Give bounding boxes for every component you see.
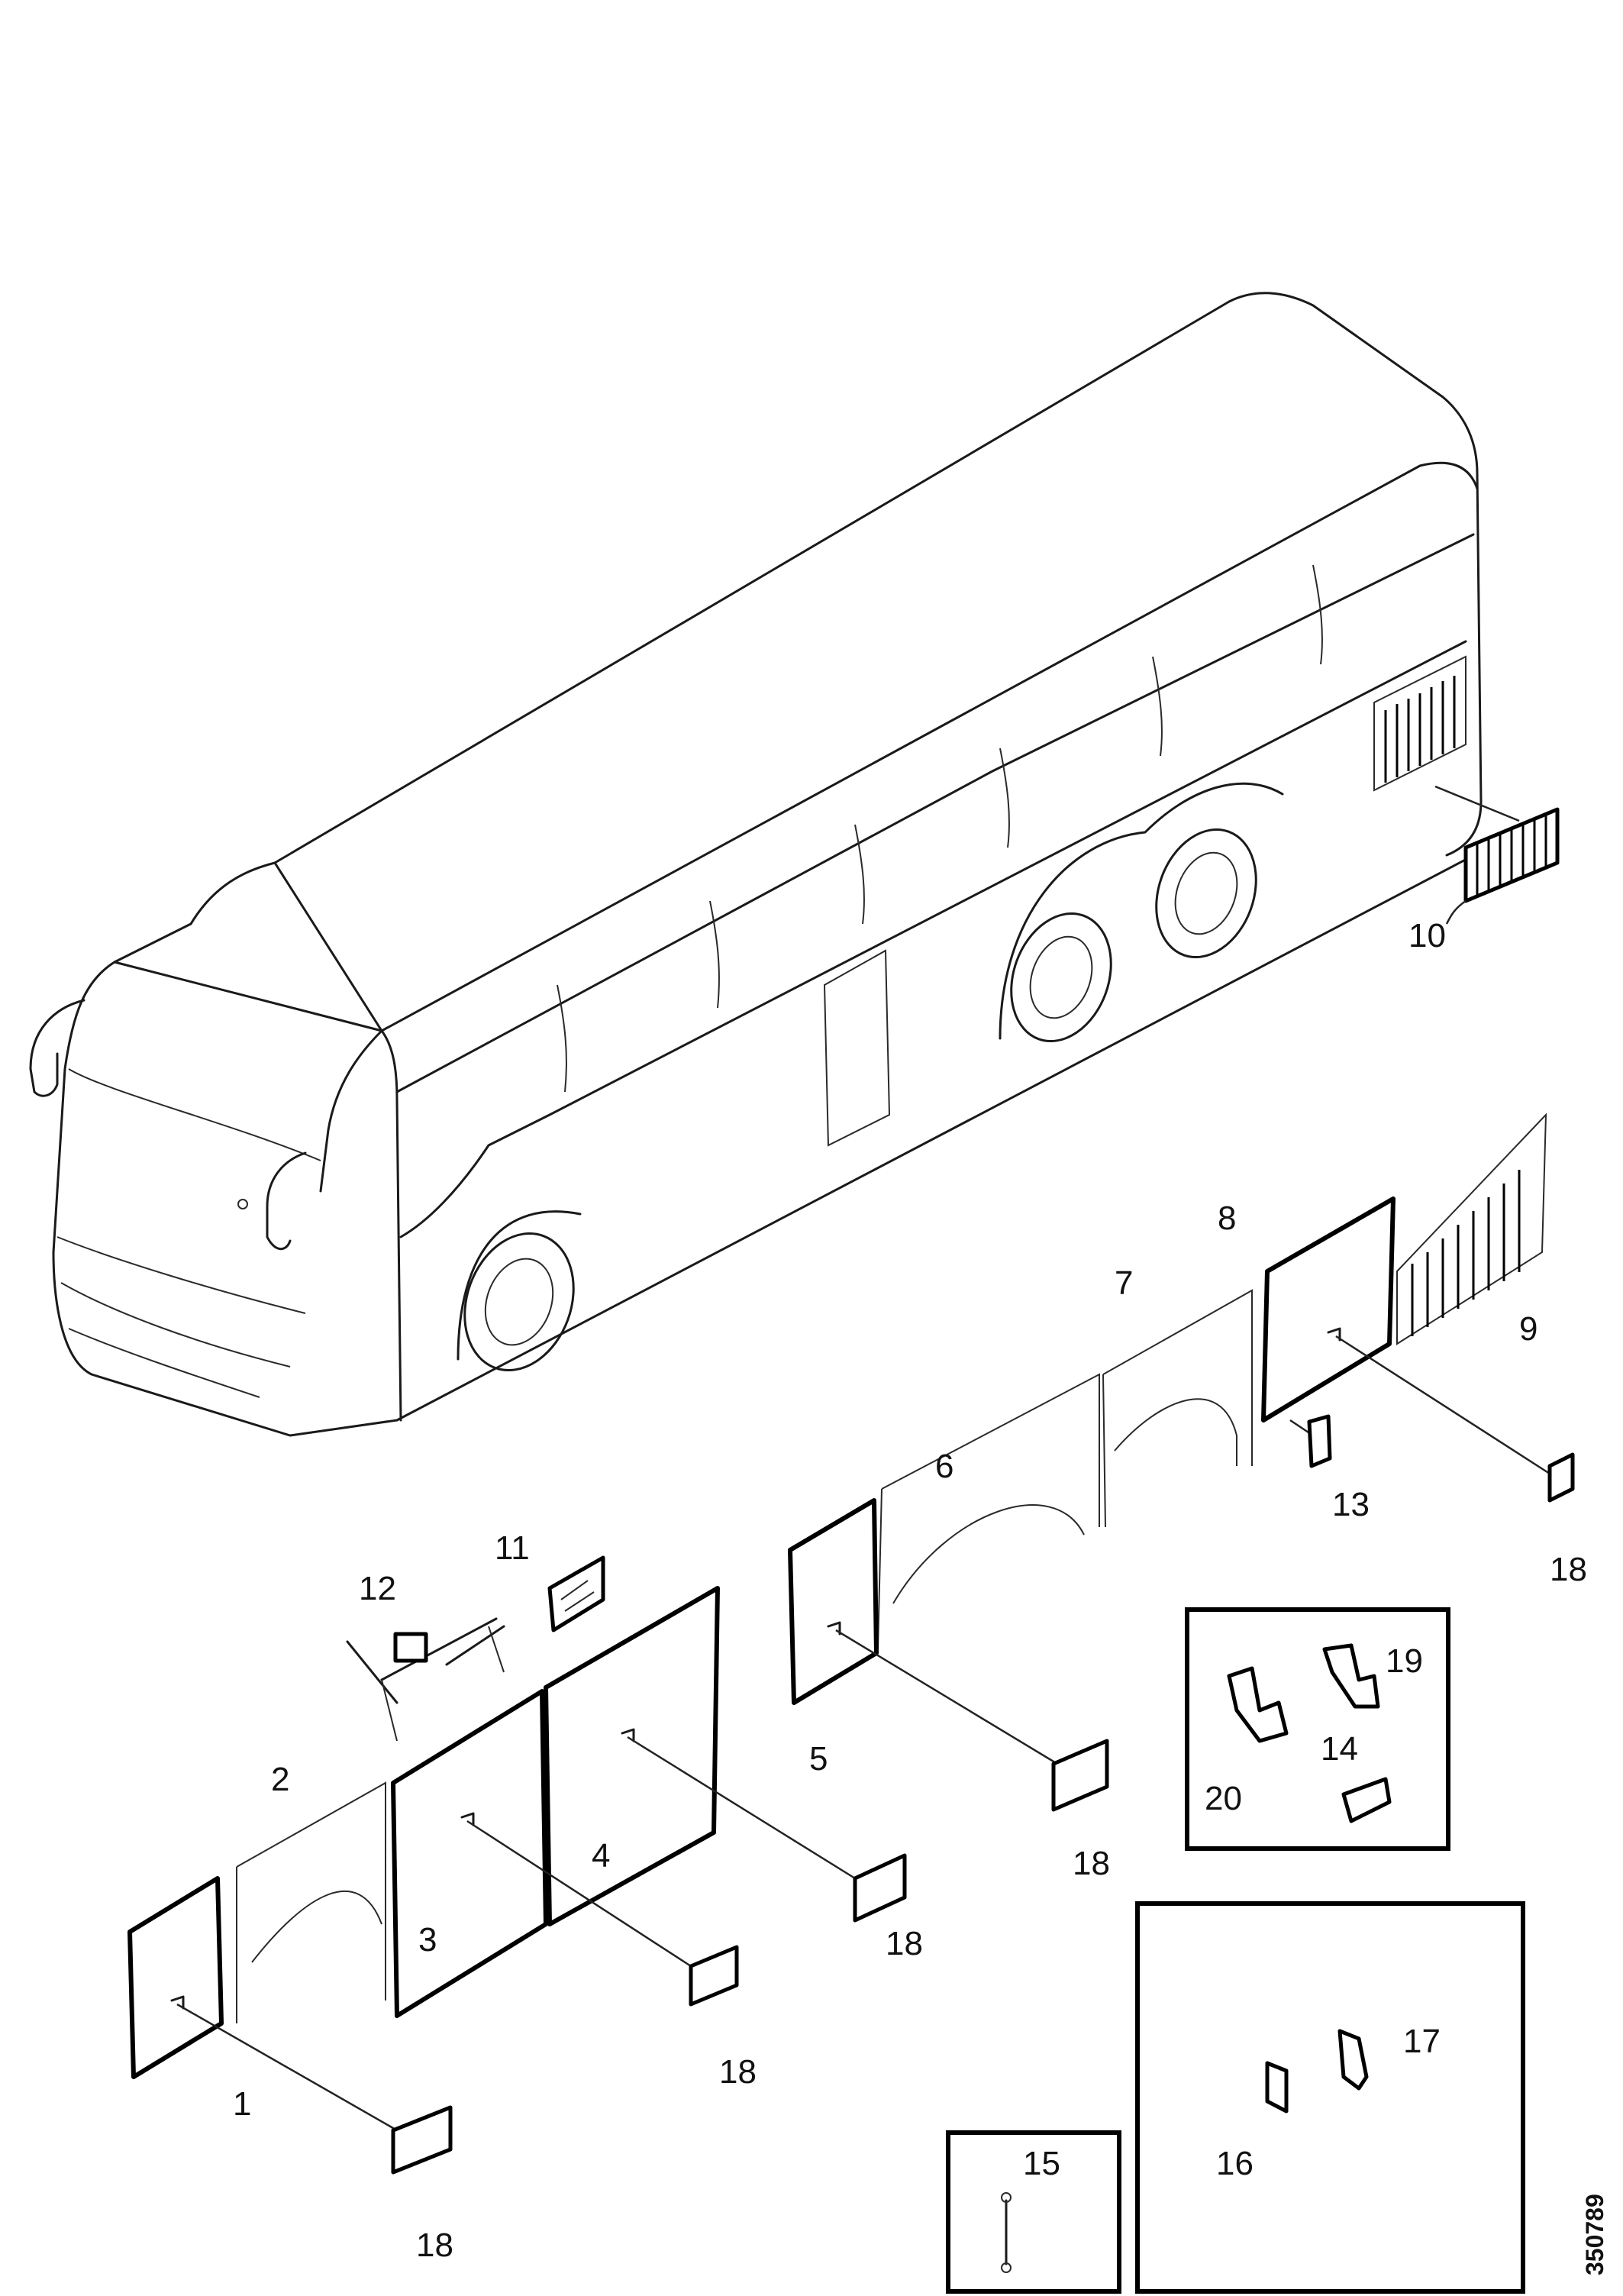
callout-18-d: 18	[719, 2053, 757, 2091]
part-11	[547, 1555, 605, 1632]
part-18-handles	[391, 1452, 1575, 2175]
document-id: 350789	[1581, 2194, 1608, 2275]
callout-9: 9	[1519, 1310, 1537, 1348]
rear-panel-group	[788, 1112, 1550, 1765]
callout-19: 19	[1386, 1642, 1423, 1680]
part-12-mechanism	[346, 1617, 505, 1742]
callout-3: 3	[418, 1921, 437, 1959]
callout-18-c: 18	[886, 1925, 923, 1962]
callout-8: 8	[1218, 1200, 1236, 1237]
callout-5: 5	[809, 1740, 828, 1778]
callout-13: 13	[1332, 1486, 1370, 1523]
callout-10: 10	[1408, 917, 1446, 954]
callout-labels: 1 2 3 4 5 6 7 8 9 10 11 12 13 14 15 16 1…	[233, 917, 1587, 2264]
part-13-catch	[1307, 1414, 1332, 1468]
callout-15: 15	[1023, 2145, 1060, 2182]
part-10-grille	[1434, 785, 1560, 925]
callout-7: 7	[1115, 1264, 1133, 1302]
inset-box-strut	[946, 2130, 1121, 2294]
callout-11: 11	[495, 1529, 530, 1567]
callout-14: 14	[1321, 1730, 1358, 1768]
front-panel-group	[127, 1586, 856, 2132]
callout-2: 2	[271, 1761, 289, 1798]
callout-18-a: 18	[1550, 1551, 1587, 1588]
callout-18-e: 18	[416, 2227, 453, 2264]
callout-18-b: 18	[1073, 1845, 1110, 1882]
inset-box-hinges	[1185, 1607, 1450, 1851]
bus-rear-grille	[1373, 655, 1467, 792]
callout-6: 6	[935, 1448, 953, 1485]
inset-box-lock	[1135, 1901, 1525, 2294]
callout-12: 12	[359, 1570, 396, 1607]
callout-17: 17	[1403, 2023, 1441, 2060]
callout-20: 20	[1205, 1780, 1242, 1817]
callout-1: 1	[233, 2085, 251, 2123]
callout-4: 4	[592, 1837, 610, 1875]
callout-16: 16	[1216, 2145, 1254, 2182]
bus-illustration	[29, 292, 1490, 1437]
